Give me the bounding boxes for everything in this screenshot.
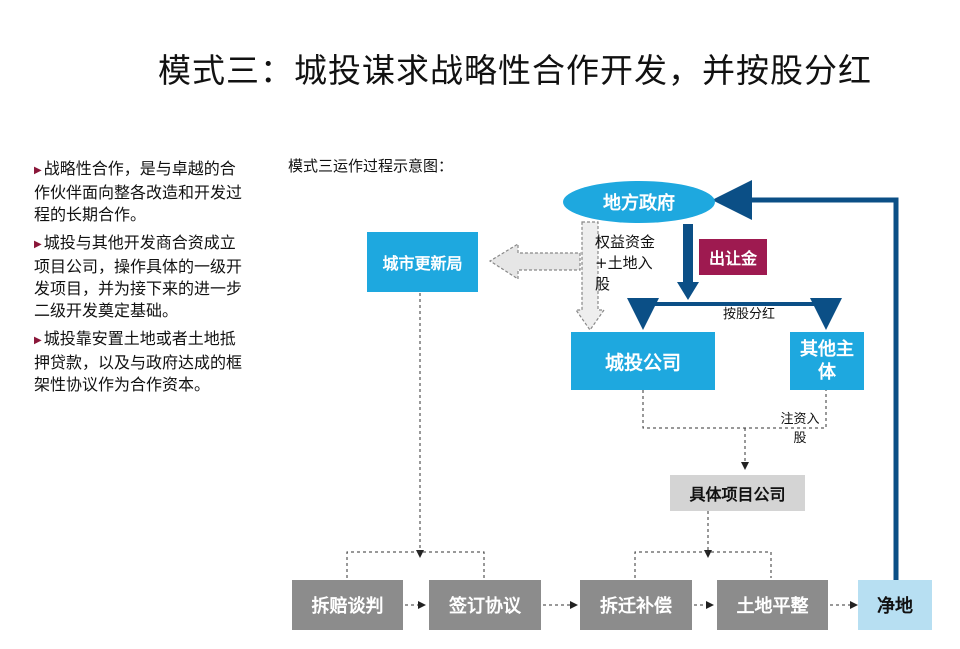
return-arrow [712,180,899,580]
hollow-left-arrow [488,242,581,281]
bullet-item: ▶城投与其他开发商合资成立项目公司，操作具体的一级开发项目，并为接下来的进一步二… [34,233,243,320]
dividend-label: 按股分红 [722,307,775,322]
page-title: 模式三：城投谋求战略性合作开发，并按股分红 [158,51,872,90]
bullet-item: ▶战略性合作，是与卓越的合作伙伴面向整各改造和开发过程的长期合作。 [34,159,243,224]
bureau-bracket [346,551,485,578]
step-net-land: 净地 [858,580,932,630]
injection-connector [642,390,827,429]
hollow-down-arrow [574,221,606,332]
urban-renewal-bureau-node: 城市更新局 [367,232,478,292]
diagram-subtitle: 模式三运作过程示意图： [288,157,454,175]
step-sign-agreement: 签订协议 [429,580,541,630]
step-relocation-compensation: 拆迁补偿 [580,580,692,630]
capital-injection-label: 注资入股 [780,412,820,446]
local-government-node: 地方政府 [563,181,715,223]
step-demolition-negotiation: 拆赔谈判 [292,580,403,630]
step-land-leveling: 土地平整 [717,580,828,630]
project-company-node: 具体项目公司 [670,475,805,511]
other-entity-node: 其他主体 [790,332,864,390]
project-bracket [634,551,772,578]
transfer-fee-label: 出让金 [699,239,767,275]
chengtou-company-node: 城投公司 [571,332,715,390]
transfer-fee-arrow [677,224,699,300]
rights-capital-label: 权益资金+土地入股 [595,233,656,293]
triangle-bullet-icon: ▶ [34,165,42,176]
triangle-bullet-icon: ▶ [34,335,42,346]
bullet-list: ▶战略性合作，是与卓越的合作伙伴面向整各改造和开发过程的长期合作。 ▶城投与其他… [34,158,244,402]
triangle-bullet-icon: ▶ [34,239,42,250]
bullet-item: ▶城投靠安置土地或者土地抵押贷款，以及与政府达成的框架性协议作为合作资本。 [34,329,243,394]
